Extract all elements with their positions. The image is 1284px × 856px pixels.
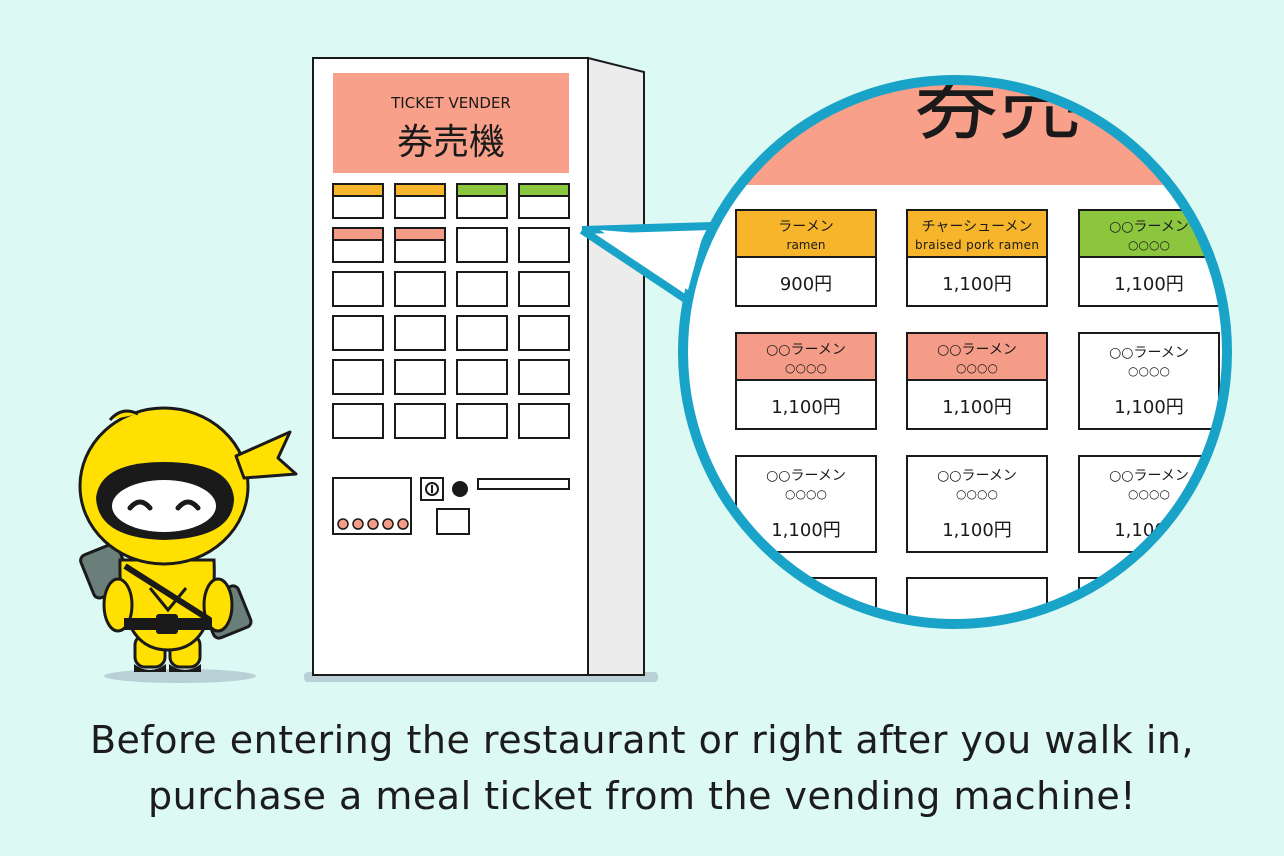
machine-header-jp: 券売機 <box>397 122 505 163</box>
zoom-button-name-en: ○○○○ <box>1128 487 1170 501</box>
zoom-button-name-jp: ○○ラーメン <box>766 342 846 358</box>
coin-indicator-row <box>337 518 409 530</box>
machine-button <box>394 359 446 395</box>
machine-button <box>332 359 384 395</box>
zoom-button-price: 1,100円 <box>942 397 1012 418</box>
machine-button <box>518 183 570 219</box>
machine-button <box>518 403 570 439</box>
machine-button <box>394 403 446 439</box>
machine-button <box>456 183 508 219</box>
coin-indicator-dot <box>382 518 394 530</box>
coin-indicator-dot <box>367 518 379 530</box>
coin-slot <box>477 478 570 490</box>
zoom-ticket-button: ○○ラーメン ○○○○ 1,100円 <box>735 332 877 430</box>
zoom-button-name-jp: ○○ラーメン <box>937 342 1017 358</box>
zoom-button-name-jp: ○○ラーメン <box>1109 468 1189 484</box>
zoom-button-name-jp: ○○ラーメン <box>1109 345 1189 361</box>
machine-button <box>456 271 508 307</box>
machine-button <box>394 315 446 351</box>
machine-button <box>518 271 570 307</box>
machine-button <box>332 183 384 219</box>
coin-indicator-dot <box>397 518 409 530</box>
caption-line-1: Before entering the restaurant or right … <box>89 718 1195 762</box>
zoom-ticket-button: ○○ラーメン ○○○○ 1,100円 <box>906 455 1048 553</box>
machine-button <box>332 403 384 439</box>
zoom-button-label-bg <box>906 332 1048 381</box>
zoom-button-name-en: ○○○○ <box>785 487 827 501</box>
machine-button <box>518 227 570 263</box>
ninja-mascot <box>78 406 298 683</box>
machine-button <box>394 183 446 219</box>
zoom-ticket-button-partial <box>1078 577 1220 624</box>
zoom-button-label-bg <box>735 209 877 258</box>
zoom-button-price: 1,100円 <box>771 520 841 541</box>
machine-button <box>394 271 446 307</box>
zoom-ticket-button: ○○ラーメン ○○○○ 1,100円 <box>1078 209 1220 307</box>
machine-button-grid <box>332 183 570 439</box>
machine-button <box>394 227 446 263</box>
zoom-button-name-jp: チャーシューメン <box>921 219 1032 235</box>
zoom-button-price: 1,100円 <box>942 520 1012 541</box>
zoom-button-name-en: ○○○○ <box>956 361 998 375</box>
headband-ribbon <box>234 430 298 480</box>
machine-button <box>332 271 384 307</box>
machine-header <box>333 73 569 173</box>
machine-button <box>332 227 384 263</box>
zoom-ticket-button: ○○ラーメン ○○○○ 1,100円 <box>906 332 1048 430</box>
zoom-button-name-en: braised pork ramen <box>915 238 1039 252</box>
coin-indicator-light <box>452 481 468 497</box>
machine-button <box>456 359 508 395</box>
machine-button <box>456 315 508 351</box>
zoom-ring <box>678 75 1232 629</box>
zoom-button-name-en: ○○○○ <box>785 361 827 375</box>
zoom-button-name-en: ○○○○ <box>1128 364 1170 378</box>
ticket-vending-machine: TICKET VENDER 券売機 <box>304 56 658 682</box>
zoom-button-label-bg <box>906 209 1048 258</box>
machine-header-en: TICKET VENDER <box>390 94 511 112</box>
zoom-button-price: 1,100円 <box>771 397 841 418</box>
zoom-button-name-en: ramen <box>787 238 826 252</box>
machine-button <box>332 315 384 351</box>
zoom-button-price: 900円 <box>780 274 832 295</box>
zoom-button-name-jp: ○○ラーメン <box>937 468 1017 484</box>
zoom-button-price: 1,100円 <box>942 274 1012 295</box>
ticket-outlet <box>436 508 470 535</box>
machine-button <box>518 315 570 351</box>
eye-left <box>127 499 153 511</box>
machine-button <box>456 227 508 263</box>
instruction-caption: Before entering the restaurant or right … <box>0 712 1284 824</box>
eye-right <box>175 499 201 511</box>
zoom-button-label-bg <box>735 332 877 381</box>
mascot-shadow <box>104 669 256 683</box>
coin-indicator-dot <box>352 518 364 530</box>
zoom-button-name-jp: ラーメン <box>778 219 833 235</box>
machine-side <box>587 56 645 676</box>
machine-button <box>456 403 508 439</box>
ninja-face <box>112 480 216 532</box>
zoom-button-price: 1,100円 <box>1114 397 1184 418</box>
machine-button <box>518 359 570 395</box>
zoom-ticket-button: ○○ラーメン ○○○○ 1,100円 <box>1078 332 1220 430</box>
zoom-button-name-en: ○○○○ <box>1128 238 1170 252</box>
zoom-button-price: 1,100円 <box>1114 274 1184 295</box>
zoom-ticket-button-partial <box>735 577 877 624</box>
coin-indicator-dot <box>337 518 349 530</box>
zoom-button-name-jp: ○○ラーメン <box>1109 219 1189 235</box>
zoom-ticket-button: チャーシューメン braised pork ramen 1,100円 <box>906 209 1048 307</box>
zoom-ticket-button: ラーメン ramen 900円 <box>735 209 877 307</box>
caption-line-2: purchase a meal ticket from the vending … <box>148 774 1136 818</box>
zoom-button-name-jp: ○○ラーメン <box>766 468 846 484</box>
zoom-button-name-en: ○○○○ <box>956 487 998 501</box>
